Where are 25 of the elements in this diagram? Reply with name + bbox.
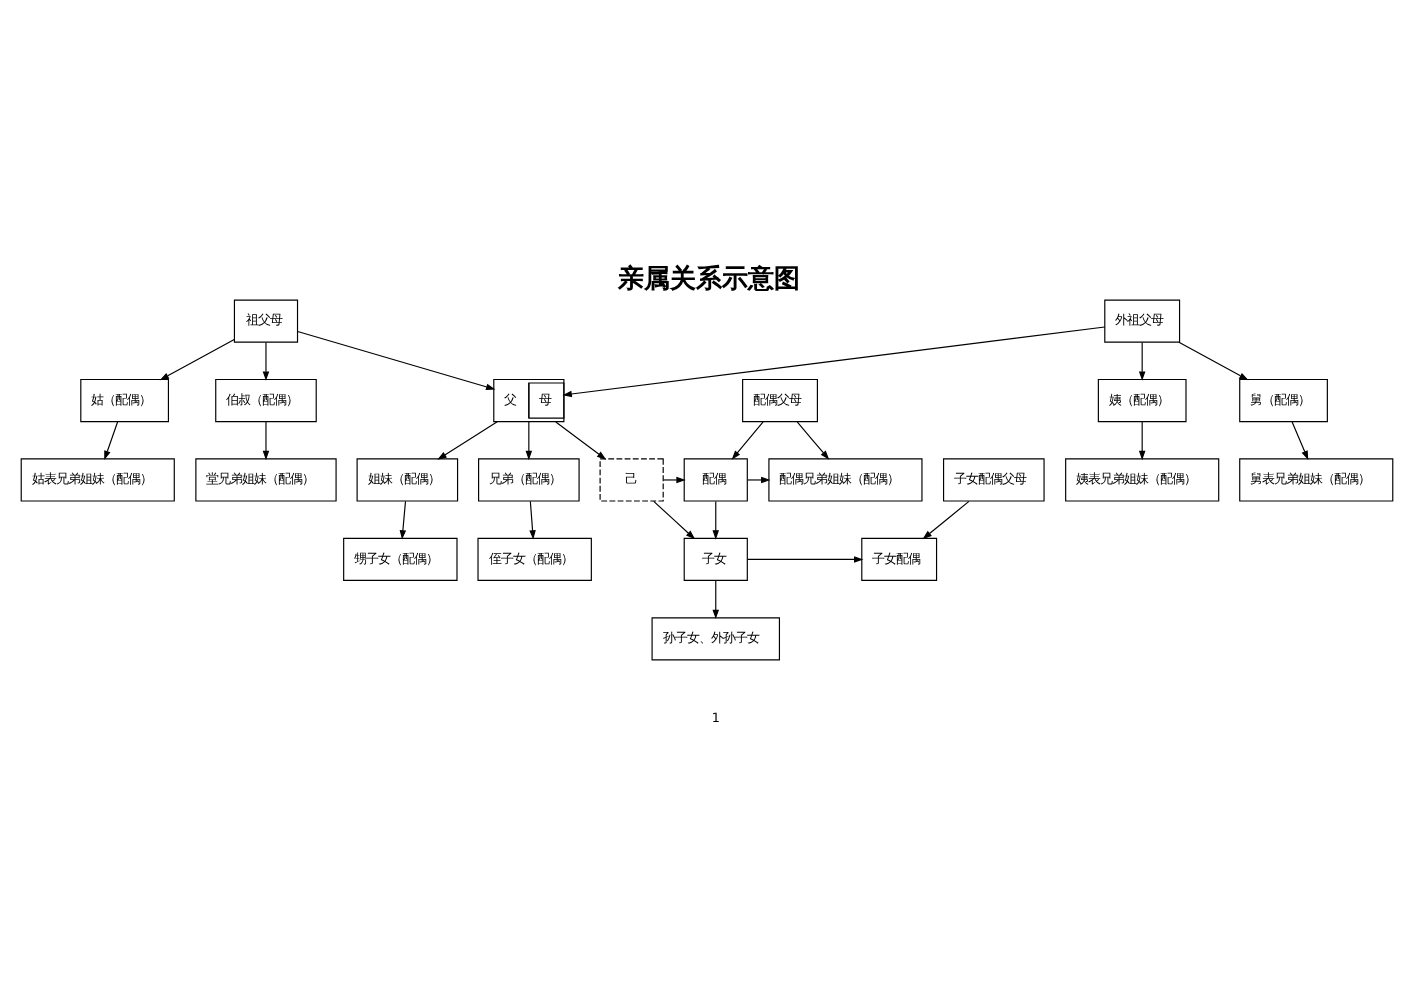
arrow: [922, 499, 970, 539]
arrow: [796, 420, 830, 459]
arrow: [731, 420, 764, 459]
arrow: [653, 499, 696, 539]
arrow: [1178, 340, 1249, 380]
arrow: [562, 325, 1106, 397]
arrow: [1138, 420, 1146, 460]
arrow: [297, 329, 496, 390]
arrow: [262, 340, 270, 380]
arrow: [399, 499, 407, 539]
arrow: [747, 475, 771, 483]
arrow: [1138, 340, 1146, 380]
diagram-title: 亲属关系示意图: [617, 263, 800, 294]
arrow: [262, 420, 270, 460]
arrow: [662, 475, 686, 483]
arrow: [159, 337, 235, 380]
arrow: [529, 499, 536, 539]
arrow: [712, 579, 720, 619]
arrow: [437, 420, 498, 459]
arrow: [1291, 420, 1309, 460]
arrow: [747, 555, 864, 562]
arrow: [712, 499, 720, 539]
arrow: [525, 420, 533, 460]
arrow: [555, 420, 607, 459]
arrow: [104, 420, 119, 460]
